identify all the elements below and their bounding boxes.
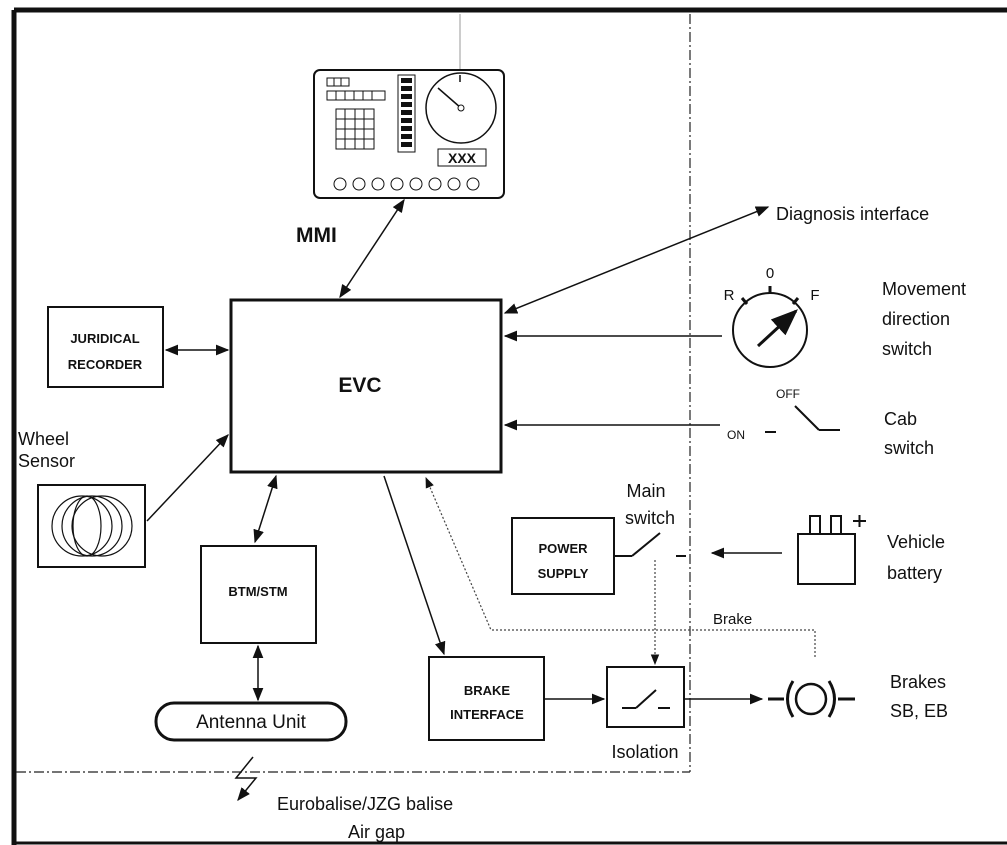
power-supply-line1: POWER xyxy=(538,541,588,556)
main-switch-label-line1: Main xyxy=(626,481,665,501)
btm-evc-connector xyxy=(253,474,278,544)
mmi-display-text: XXX xyxy=(448,150,477,166)
btm-stm-label: BTM/STM xyxy=(228,584,287,599)
evc-brake-interface-connector xyxy=(383,475,446,656)
movement-direction-label-line2: direction xyxy=(882,309,950,329)
wheel-sensor-label-line2: Sensor xyxy=(18,451,75,471)
evc-label: EVC xyxy=(338,374,381,397)
diagnosis-interface-label: Diagnosis interface xyxy=(776,204,929,224)
btm-stm-box xyxy=(200,545,317,644)
direction-mark-r: R xyxy=(724,287,735,304)
mmi-panel-icon: XXX xyxy=(313,14,505,199)
diagnosis-evc-connector xyxy=(503,206,770,314)
main-switch-label-line2: switch xyxy=(625,508,675,528)
cab-switch-off: OFF xyxy=(776,387,800,401)
brake-feedback-line xyxy=(425,477,816,657)
air-gap-lightning-icon xyxy=(234,756,258,802)
direction-mark-f: F xyxy=(810,287,819,304)
vehicle-battery-label-line2: battery xyxy=(887,563,942,583)
mmi-label: MMI xyxy=(296,224,337,247)
isolation-label: Isolation xyxy=(611,742,678,762)
power-supply-box xyxy=(511,517,615,595)
antenna-unit-box xyxy=(154,701,348,742)
juridical-recorder-box xyxy=(47,306,164,388)
brake-interface-box xyxy=(428,656,545,741)
movement-direction-label-line1: Movement xyxy=(882,279,966,299)
brake-line-label: Brake xyxy=(713,611,752,628)
wheel-sensor-coils-icon xyxy=(51,495,133,557)
direction-dial-icon xyxy=(732,286,808,368)
cab-switch-on: ON xyxy=(727,428,745,442)
isolation-box xyxy=(606,666,685,728)
movement-direction-label-line3: switch xyxy=(882,339,932,359)
juridical-recorder-line2: RECORDER xyxy=(68,357,143,372)
brake-interface-line1: BRAKE xyxy=(464,683,511,698)
wheel-evc-connector xyxy=(146,434,229,522)
isolation-switch-icon xyxy=(622,689,670,709)
evc-box xyxy=(229,298,503,474)
vehicle-battery-label-line1: Vehicle xyxy=(887,532,945,552)
battery-icon xyxy=(797,515,866,585)
power-supply-line2: SUPPLY xyxy=(538,566,589,581)
brake-interface-line2: INTERFACE xyxy=(450,707,524,722)
brake-symbol-icon xyxy=(768,680,855,718)
eurobalise-label: Eurobalise/JZG balise xyxy=(277,794,453,814)
direction-mark-0: 0 xyxy=(766,265,774,282)
juridical-recorder-line1: JURIDICAL xyxy=(70,331,139,346)
brakes-label-line1: Brakes xyxy=(890,672,946,692)
air-gap-label: Air gap xyxy=(348,822,405,842)
wheel-sensor-box xyxy=(37,484,146,568)
wheel-sensor-label-line1: Wheel xyxy=(18,429,69,449)
mmi-evc-connector xyxy=(339,198,405,299)
antenna-unit-label: Antenna Unit xyxy=(196,712,307,733)
brakes-label-line2: SB, EB xyxy=(890,701,948,721)
main-switch-icon xyxy=(614,532,686,557)
cab-switch-label-line1: Cab xyxy=(884,409,917,429)
cab-switch-label-line2: switch xyxy=(884,438,934,458)
cab-switch-icon xyxy=(765,405,840,433)
